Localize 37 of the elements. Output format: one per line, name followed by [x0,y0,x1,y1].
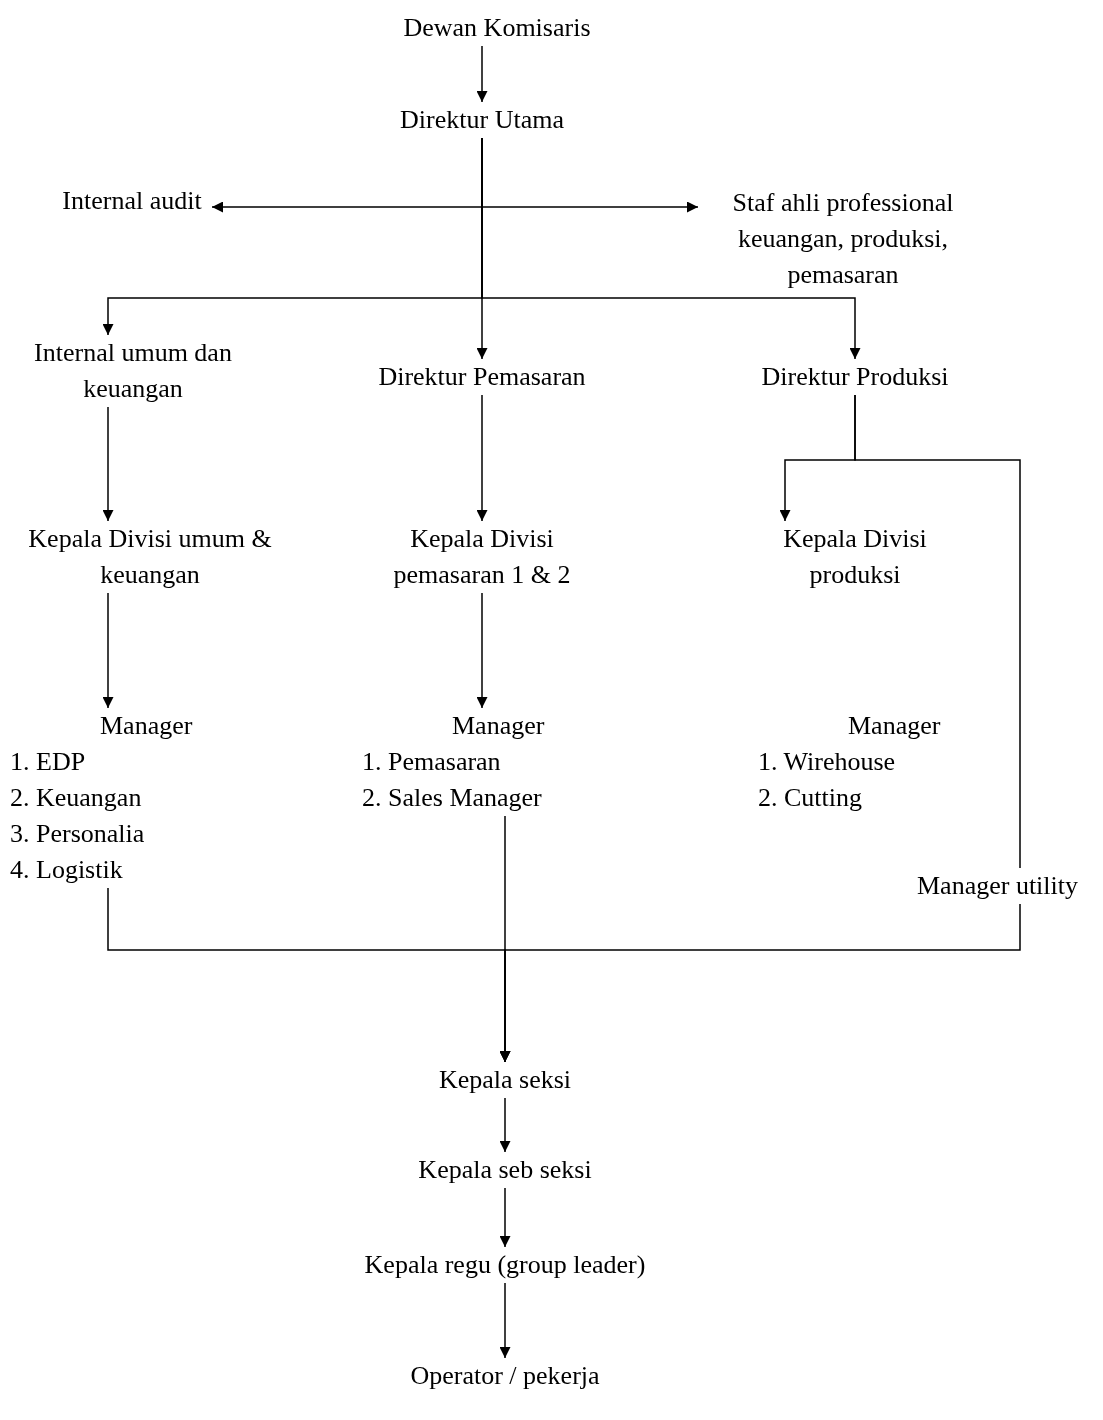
org-role-label: Kepala Divisi umum & keuangan [27,523,273,591]
list-item: 1. Pemasaran [362,746,502,778]
list-item: 2. Keuangan [10,782,143,814]
role-title: Manager [99,710,194,742]
org-role-label: Direktur Utama [399,104,565,136]
org-role-label: Staf ahli professional keuangan, produksi, pemasaran [731,187,955,291]
org-role-label: Kepala seb seksi [417,1154,593,1186]
list-item: 1. Wirehouse [758,746,897,778]
org-role-label: Operator / pekerja [409,1360,601,1392]
arrow [102,592,114,709]
arrow [499,1187,511,1248]
role-title: Manager [847,710,942,742]
list-item: 3. Personalia [10,818,146,850]
arrow [476,394,488,522]
arrow [476,45,488,103]
arrow [499,903,1021,1063]
org-role-label: Dewan Komisaris [402,12,592,44]
connector-line [854,394,1021,869]
arrow [102,406,114,522]
org-role-label: Direktur Pemasaran [377,361,587,393]
org-role-label: Kepala Divisi produksi [782,523,928,591]
arrow [476,592,488,709]
org-role-label: Kepala Divisi pemasaran 1 & 2 [392,523,572,591]
org-role-label: Internal audit [61,185,203,217]
arrow [499,1282,511,1359]
arrow [481,137,861,360]
role-title: Manager [451,710,546,742]
org-role-label: Manager utility [916,870,1079,902]
org-role-label: Kepala regu (group leader) [363,1249,647,1281]
org-role-label: Kepala seksi [437,1064,573,1096]
arrow [499,1097,511,1153]
list-item: 4. Logistik [10,854,124,886]
list-item: 2. Sales Manager [362,782,543,814]
org-role-label: Internal umum dan keuangan [33,337,233,405]
list-item: 1. EDP [10,746,87,778]
list-item: 2. Cutting [758,782,863,814]
org-role-label: Direktur Produksi [760,361,950,393]
